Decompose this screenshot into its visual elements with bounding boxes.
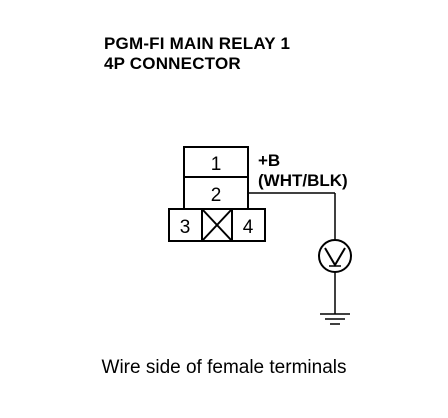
voltmeter-v-symbol xyxy=(324,247,346,267)
voltmeter-circle xyxy=(318,239,352,273)
voltmeter-icon xyxy=(318,239,352,273)
test-wire xyxy=(248,192,336,240)
pin-label-2: 2 xyxy=(211,185,222,206)
pin-label-1: 1 xyxy=(211,154,222,175)
terminal-cell-4 xyxy=(231,208,266,242)
wire-color-label: (WHT/BLK) xyxy=(258,171,348,190)
ground-icon xyxy=(320,313,350,325)
blank-cavity-cross-b xyxy=(201,208,233,242)
pin-label-3: 3 xyxy=(180,217,191,238)
title-line-connector: 4P CONNECTOR xyxy=(104,54,241,73)
supply-label: +B xyxy=(258,151,280,170)
diagram-caption: Wire side of female terminals xyxy=(101,357,347,378)
diagram-title: PGM-FI MAIN RELAY 1 4P CONNECTOR xyxy=(104,34,290,74)
title-line-relay: PGM-FI MAIN RELAY 1 xyxy=(104,34,291,53)
pin-label-4: 4 xyxy=(243,217,254,238)
